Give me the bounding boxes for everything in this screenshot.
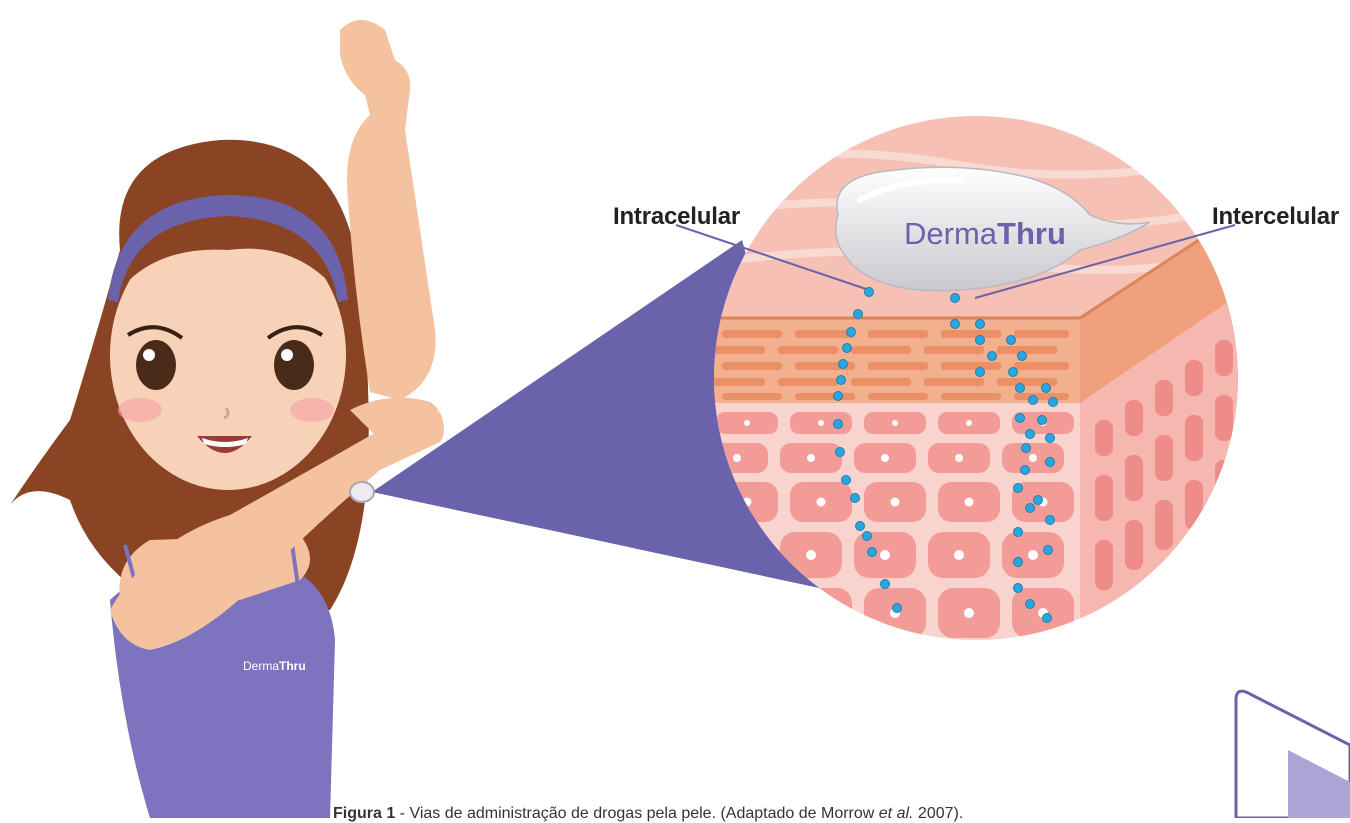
label-intracelular: Intracelular xyxy=(613,203,740,231)
play-decoration xyxy=(1236,691,1350,818)
caption-text: - Vias de administração de drogas pela p… xyxy=(395,805,879,822)
figure-caption: Figura 1 - Vias de administração de drog… xyxy=(333,805,963,823)
cream-logo: DermaThru xyxy=(904,216,1066,251)
caption-year: 2007). xyxy=(913,805,963,822)
caption-figure-number: Figura 1 xyxy=(333,805,395,822)
shirt-logo: DermaThru xyxy=(243,659,306,673)
girl-character: DermaThru xyxy=(10,20,444,818)
label-intercelular: Intercelular xyxy=(1212,203,1339,231)
caption-et-al: et al. xyxy=(879,805,914,822)
